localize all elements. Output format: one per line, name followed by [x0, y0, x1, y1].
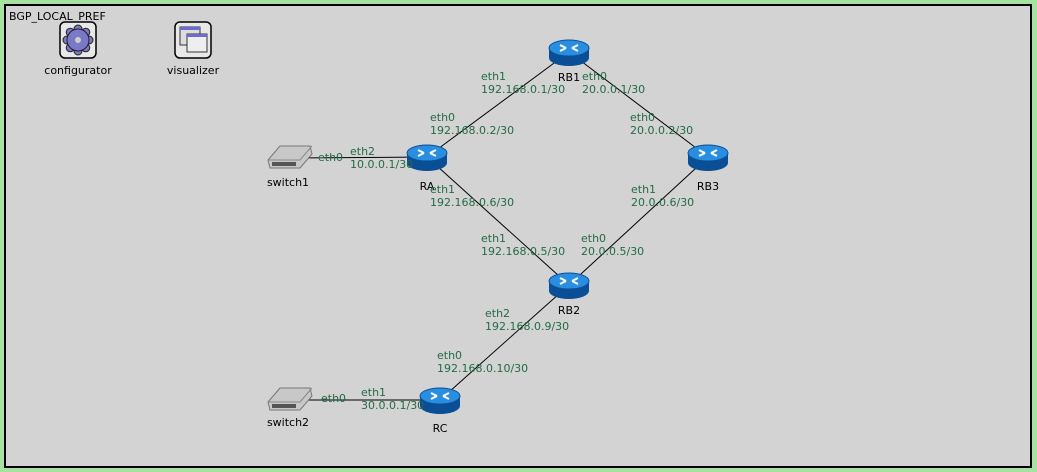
interface-name: eth0: [581, 232, 606, 245]
node-configurator[interactable]: configurator: [44, 21, 112, 77]
interface-name: eth0: [318, 151, 343, 164]
link-RA-RB1[interactable]: [426, 51, 570, 158]
interface-name: eth1: [361, 386, 386, 399]
node-label: RB3: [697, 180, 719, 193]
node-label: RC: [433, 422, 448, 435]
node-rc[interactable]: RC: [419, 387, 461, 435]
interface-address: 20.0.0.1/30: [582, 83, 645, 96]
interface-label: eth0: [321, 392, 346, 405]
router-icon: [419, 387, 461, 414]
interface-address: 20.0.0.5/30: [581, 245, 644, 258]
interface-name: eth0: [582, 70, 607, 83]
router-icon: [548, 272, 590, 299]
router-icon: [687, 144, 729, 171]
interface-label: eth0: [318, 151, 343, 164]
interface-name: eth1: [481, 70, 506, 83]
node-label: RA: [420, 180, 435, 193]
gear-icon: [59, 21, 97, 59]
interface-address: 192.168.0.5/30: [481, 245, 565, 258]
node-label: switch2: [267, 416, 309, 429]
link-switch1-RA[interactable]: [289, 156, 428, 159]
interface-address: 10.0.0.1/30: [350, 158, 413, 171]
network-frame: [4, 4, 1032, 468]
interface-name: eth1: [481, 232, 506, 245]
interface-name: eth0: [630, 111, 655, 124]
interface-address: 192.168.0.2/30: [430, 124, 514, 137]
interface-address: 20.0.0.2/30: [630, 124, 693, 137]
router-icon: [406, 144, 448, 171]
node-label: RB2: [558, 304, 580, 317]
interface-name: eth0: [437, 349, 462, 362]
windows-icon: [174, 21, 212, 59]
interface-name: eth0: [430, 111, 455, 124]
interface-address: 192.168.0.1/30: [481, 83, 565, 96]
node-switch2[interactable]: switch2: [267, 387, 313, 429]
interface-address: 192.168.0.9/30: [485, 320, 569, 333]
node-rb3[interactable]: RB3: [687, 144, 729, 193]
link-RA-RB2[interactable]: [426, 156, 570, 286]
interface-name: eth2: [485, 307, 510, 320]
node-label: configurator: [44, 64, 112, 77]
node-rb2[interactable]: RB2: [548, 272, 590, 317]
switch-icon: [267, 387, 313, 411]
node-label: switch1: [267, 176, 309, 189]
node-rb1[interactable]: RB1: [548, 39, 590, 84]
node-visualizer[interactable]: visualizer: [167, 21, 220, 77]
node-label: visualizer: [167, 64, 220, 77]
interface-address: 30.0.0.1/30: [361, 399, 424, 412]
interface-address: 192.168.0.6/30: [430, 196, 514, 209]
interface-name: eth1: [430, 183, 455, 196]
interface-address: 20.0.0.6/30: [631, 196, 694, 209]
link-RB2-RC[interactable]: [439, 284, 570, 401]
link-RB1-RB3[interactable]: [568, 51, 709, 158]
switch-icon: [267, 145, 313, 169]
node-label: RB1: [558, 71, 580, 84]
interface-name: eth1: [631, 183, 656, 196]
interface-name: eth0: [321, 392, 346, 405]
router-icon: [548, 39, 590, 66]
interface-name: eth2: [350, 145, 375, 158]
interface-address: 192.168.0.10/30: [437, 362, 528, 375]
network-title: BGP_LOCAL_PREF: [9, 10, 106, 23]
node-switch1[interactable]: switch1: [267, 145, 313, 189]
link-RB3-RB2[interactable]: [568, 156, 709, 286]
node-ra[interactable]: RA: [406, 144, 448, 193]
